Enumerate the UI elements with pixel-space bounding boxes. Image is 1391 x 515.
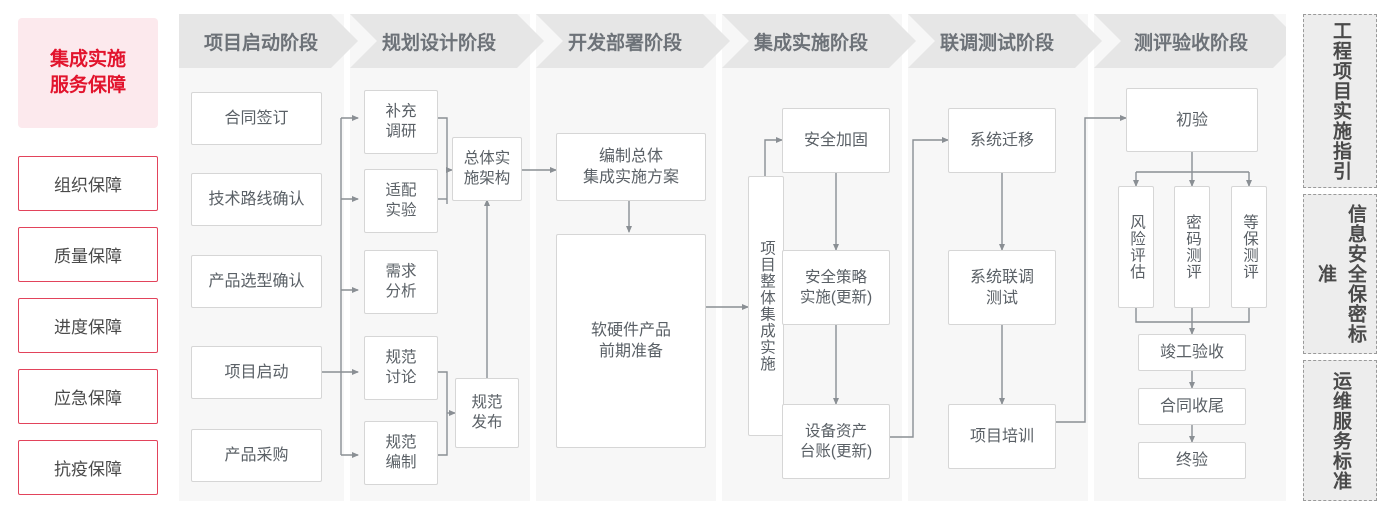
node-spec-drafting-line2: 编制 (385, 454, 417, 471)
left-rail-item-emergency[interactable]: 应急保障 (18, 369, 158, 424)
node-overall-integration-plan[interactable]: 编制总体 集成实施方案 (556, 133, 706, 201)
node-security-policy-line1: 安全策略 (804, 268, 867, 286)
node-risk-assessment[interactable]: 风险评估 (1118, 186, 1154, 308)
left-rail-item-quality[interactable]: 质量保障 (18, 227, 158, 282)
node-adaptation-test-line1: 适配 (385, 182, 417, 199)
node-overall-plan-line2: 集成实施方案 (582, 169, 679, 186)
node-joint-test-line1: 系统联调 (969, 268, 1034, 286)
node-overall-project-integration[interactable]: 项目整体集成实施 (748, 176, 784, 436)
node-spec-drafting-line1: 规范 (385, 434, 417, 451)
node-completion-acceptance[interactable]: 竣工验收 (1138, 334, 1246, 371)
phase-title-6: 测评验收阶段 (1133, 32, 1248, 54)
node-product-model-confirm[interactable]: 产品选型确认 (191, 255, 322, 308)
node-project-training[interactable]: 项目培训 (948, 404, 1056, 469)
node-security-policy-implementation[interactable]: 安全策略 实施(更新) (782, 250, 890, 325)
node-requirement-analysis-line2: 分析 (385, 283, 417, 300)
phase-title-5: 联调测试阶段 (939, 32, 1054, 54)
standards-label-om-service: 运维服务标准 (1330, 370, 1351, 491)
node-spec-release[interactable]: 规范 发布 (455, 378, 519, 448)
node-system-migration[interactable]: 系统迁移 (948, 108, 1056, 173)
left-rail-header-line2: 服务保障 (49, 75, 126, 96)
node-contract-closeout[interactable]: 合同收尾 (1138, 388, 1246, 425)
node-security-policy-line2: 实施(更新) (799, 288, 873, 306)
left-rail-item-epidemic[interactable]: 抗疫保障 (18, 440, 158, 495)
node-requirement-analysis[interactable]: 需求 分析 (364, 250, 438, 314)
phase-header-chevrons (179, 14, 1286, 68)
node-joint-test-line2: 测试 (985, 289, 1018, 307)
node-hardware-software-preparation[interactable]: 软硬件产品 前期准备 (556, 234, 706, 448)
node-tech-route-confirm[interactable]: 技术路线确认 (191, 173, 322, 226)
node-adaptation-test[interactable]: 适配 实验 (364, 169, 438, 233)
node-final-acceptance[interactable]: 终验 (1138, 442, 1246, 479)
node-requirement-analysis-line1: 需求 (385, 263, 417, 280)
node-overall-architecture-line1: 总体实 (463, 150, 511, 167)
node-overall-implementation-architecture[interactable]: 总体实 施架构 (452, 137, 522, 201)
node-hw-sw-prep-line2: 前期准备 (598, 343, 663, 360)
node-spec-discussion[interactable]: 规范 讨论 (364, 336, 438, 400)
standards-box-om-service[interactable]: 运维服务标准 (1303, 360, 1377, 501)
node-risk-assessment-label: 风险评估 (1128, 214, 1145, 280)
node-spec-discussion-line1: 规范 (385, 349, 417, 366)
node-mlps-evaluation-label: 等保测评 (1241, 214, 1258, 280)
node-spec-discussion-line2: 讨论 (385, 369, 417, 386)
node-cryptography-evaluation-label: 密码测评 (1184, 214, 1201, 280)
node-system-joint-test[interactable]: 系统联调 测试 (948, 250, 1056, 325)
node-first-acceptance[interactable]: 初验 (1126, 88, 1258, 152)
node-overall-project-integration-label: 项目整体集成实施 (758, 240, 775, 372)
left-rail-item-organization[interactable]: 组织保障 (18, 156, 158, 211)
node-supplementary-research-line1: 补充 (385, 103, 417, 120)
node-security-hardening[interactable]: 安全加固 (782, 108, 890, 173)
node-overall-architecture-line2: 施架构 (463, 170, 511, 187)
node-adaptation-test-line2: 实验 (385, 202, 417, 219)
node-spec-drafting[interactable]: 规范 编制 (364, 421, 438, 485)
phase-title-2: 规划设计阶段 (381, 32, 496, 54)
node-product-purchase[interactable]: 产品采购 (191, 429, 322, 482)
node-hw-sw-prep-line1: 软硬件产品 (590, 322, 671, 339)
node-overall-plan-line1: 编制总体 (598, 148, 663, 165)
left-rail-header-line1: 集成实施 (49, 49, 126, 70)
node-spec-release-line1: 规范 (471, 394, 503, 411)
left-rail-header: 集成实施 服务保障 (18, 18, 158, 128)
standards-box-information-security[interactable]: 信息安全保密标准 (1303, 194, 1377, 354)
standards-box-engineering-guide[interactable]: 工程项目实施指引 (1303, 14, 1377, 188)
phase-title-1: 项目启动阶段 (203, 32, 318, 54)
node-equipment-asset-ledger[interactable]: 设备资产 台账(更新) (782, 404, 890, 479)
node-asset-ledger-line1: 设备资产 (804, 422, 867, 440)
node-cryptography-evaluation[interactable]: 密码测评 (1174, 186, 1210, 308)
node-contract-sign[interactable]: 合同签订 (191, 92, 322, 145)
node-supplementary-research-line2: 调研 (385, 123, 417, 140)
node-spec-release-line2: 发布 (471, 414, 503, 431)
phase-title-4: 集成实施阶段 (753, 32, 868, 54)
phase-title-3: 开发部署阶段 (567, 32, 682, 54)
standards-label-engineering-guide: 工程项目实施指引 (1330, 21, 1351, 181)
standards-label-information-security: 信息安全保密标准 (1315, 204, 1366, 344)
left-rail-item-schedule[interactable]: 进度保障 (18, 298, 158, 353)
node-supplementary-research[interactable]: 补充 调研 (364, 90, 438, 154)
node-project-kickoff[interactable]: 项目启动 (191, 346, 322, 399)
node-mlps-evaluation[interactable]: 等保测评 (1231, 186, 1267, 308)
node-asset-ledger-line2: 台账(更新) (799, 442, 873, 460)
